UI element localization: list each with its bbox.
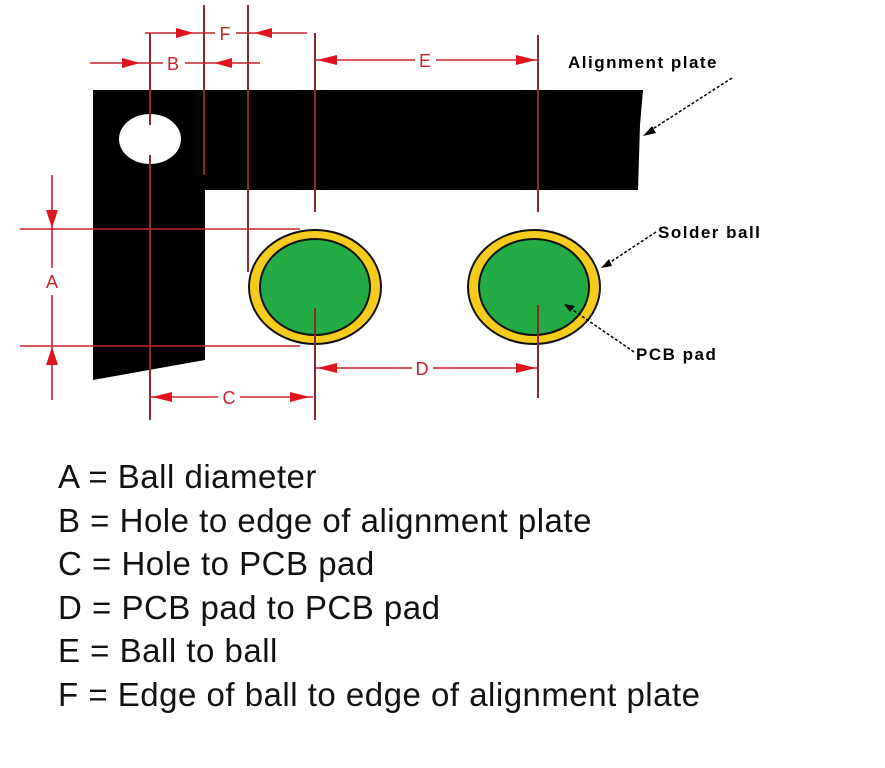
dimension-c: C <box>150 388 313 408</box>
dimension-legend: A = Ball diameter B = Hole to edge of al… <box>58 455 701 716</box>
dimension-d: D <box>315 359 538 379</box>
callout-solder-ball: Solder ball <box>601 223 761 268</box>
svg-text:C: C <box>223 388 236 408</box>
svg-text:PCB pad: PCB pad <box>636 345 717 364</box>
legend-item-d: D = PCB pad to PCB pad <box>58 588 441 626</box>
svg-text:A: A <box>46 272 58 292</box>
dimension-a: A <box>46 175 58 400</box>
legend-item-a: A = Ball diameter <box>58 458 317 495</box>
svg-text:Solder ball: Solder ball <box>658 223 761 242</box>
plate-hole <box>119 114 181 164</box>
svg-text:Alignment plate: Alignment plate <box>568 53 718 72</box>
callout-pcb-pad: PCB pad <box>564 304 717 364</box>
svg-text:E: E <box>419 51 431 71</box>
alignment-plate <box>93 90 643 380</box>
legend-item-b: B = Hole to edge of alignment plate <box>58 501 592 539</box>
solder-ball-right <box>467 229 601 345</box>
dimension-e: E <box>315 51 538 71</box>
legend-item-f: F = Edge of ball to edge of alignment pl… <box>58 675 701 713</box>
legend-item-e: E = Ball to ball <box>58 632 278 669</box>
dimension-b: B <box>90 54 260 74</box>
pcb-pad-right <box>478 238 590 336</box>
callout-alignment-plate: Alignment plate <box>568 53 733 136</box>
svg-text:D: D <box>416 359 429 379</box>
dimension-f: F <box>145 24 307 44</box>
legend-item-c: C = Hole to PCB pad <box>58 545 375 582</box>
svg-text:F: F <box>220 24 231 44</box>
svg-text:B: B <box>167 54 179 74</box>
